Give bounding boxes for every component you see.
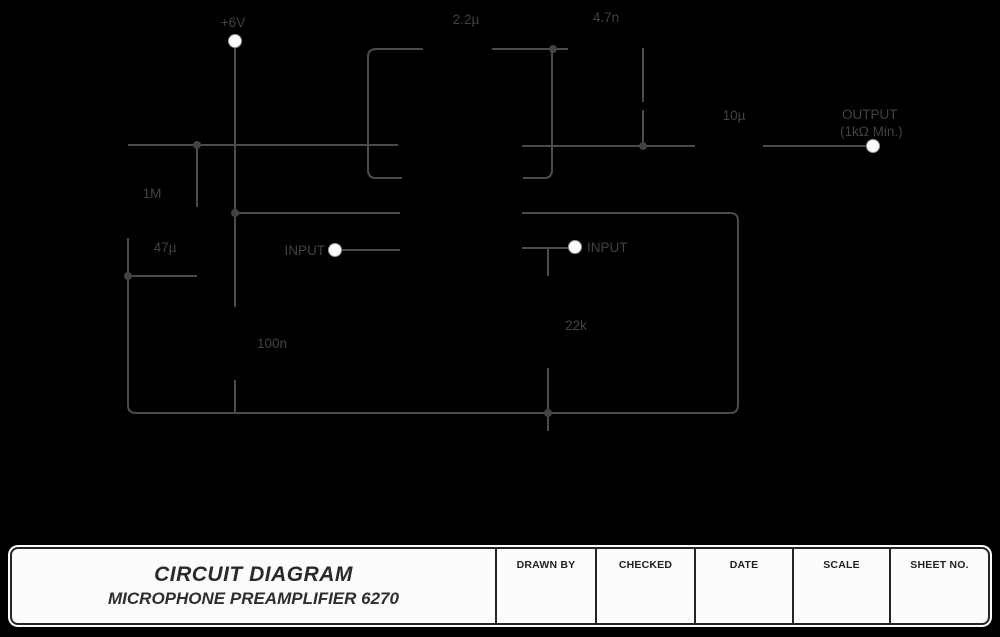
output-load-label: (1kΩ Min.) <box>840 124 903 139</box>
cap-4n7-label: 4.7n <box>593 10 619 25</box>
input-left-label: INPUT <box>285 243 326 258</box>
output-terminal <box>866 139 880 153</box>
input-right-label: INPUT <box>587 240 628 255</box>
circuit-schematic: +6V 2.2µ 4.7n 10µ OUTPUT (1kΩ Min.) 1M 4… <box>124 10 903 431</box>
supply-terminal <box>228 34 242 48</box>
title-block: CIRCUIT DIAGRAM MICROPHONE PREAMPLIFIER … <box>8 545 992 627</box>
wire-bracket-right <box>523 50 553 179</box>
wire-bracket-left <box>367 48 423 179</box>
supply-label: +6V <box>221 15 245 30</box>
input-left-terminal <box>328 243 342 257</box>
cap-47u-label: 47µ <box>154 240 177 255</box>
column-drawn-by: DRAWN BY <box>495 549 595 623</box>
column-checked: CHECKED <box>595 549 694 623</box>
column-sheet-no: SHEET NO. <box>889 549 988 623</box>
input-right-terminal <box>568 240 582 254</box>
junction-dot <box>549 45 557 53</box>
junction-dot <box>231 209 239 217</box>
drawing-subtitle: MICROPHONE PREAMPLIFIER 6270 <box>108 589 399 608</box>
junction-dot <box>124 272 132 280</box>
cap-10u-label: 10µ <box>723 108 746 123</box>
wire-ground-loop <box>127 212 739 414</box>
title-block-inner: CIRCUIT DIAGRAM MICROPHONE PREAMPLIFIER … <box>10 547 990 625</box>
column-date: DATE <box>694 549 792 623</box>
junction-dot <box>639 142 647 150</box>
res-1m-label: 1M <box>143 186 162 201</box>
output-label: OUTPUT <box>842 107 898 122</box>
res-22k-label: 22k <box>565 318 587 333</box>
cap-100n-label: 100n <box>257 336 287 351</box>
column-scale: SCALE <box>792 549 889 623</box>
title-cell: CIRCUIT DIAGRAM MICROPHONE PREAMPLIFIER … <box>12 549 495 623</box>
cap-2u2-label: 2.2µ <box>453 12 480 27</box>
drawing-title: CIRCUIT DIAGRAM <box>154 563 353 586</box>
junction-dot <box>193 141 201 149</box>
junction-dot <box>544 409 552 417</box>
